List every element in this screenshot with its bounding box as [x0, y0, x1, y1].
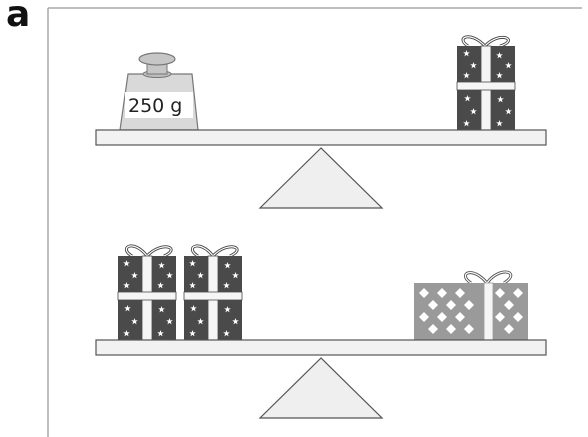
beam	[95, 339, 547, 356]
gift-dark	[117, 244, 177, 341]
gift-dark	[183, 244, 243, 341]
gift-gray	[414, 270, 528, 341]
bottom-scale	[95, 244, 547, 419]
fulcrum	[258, 357, 384, 419]
gift-dark	[456, 35, 516, 131]
weight-label: 250 g	[128, 95, 182, 117]
fulcrum	[258, 147, 384, 209]
weight-250g: 250 g	[119, 52, 199, 131]
frame	[47, 7, 582, 437]
top-scale: 250 g	[95, 35, 547, 209]
beam	[95, 129, 547, 146]
part-label: a	[6, 0, 31, 35]
